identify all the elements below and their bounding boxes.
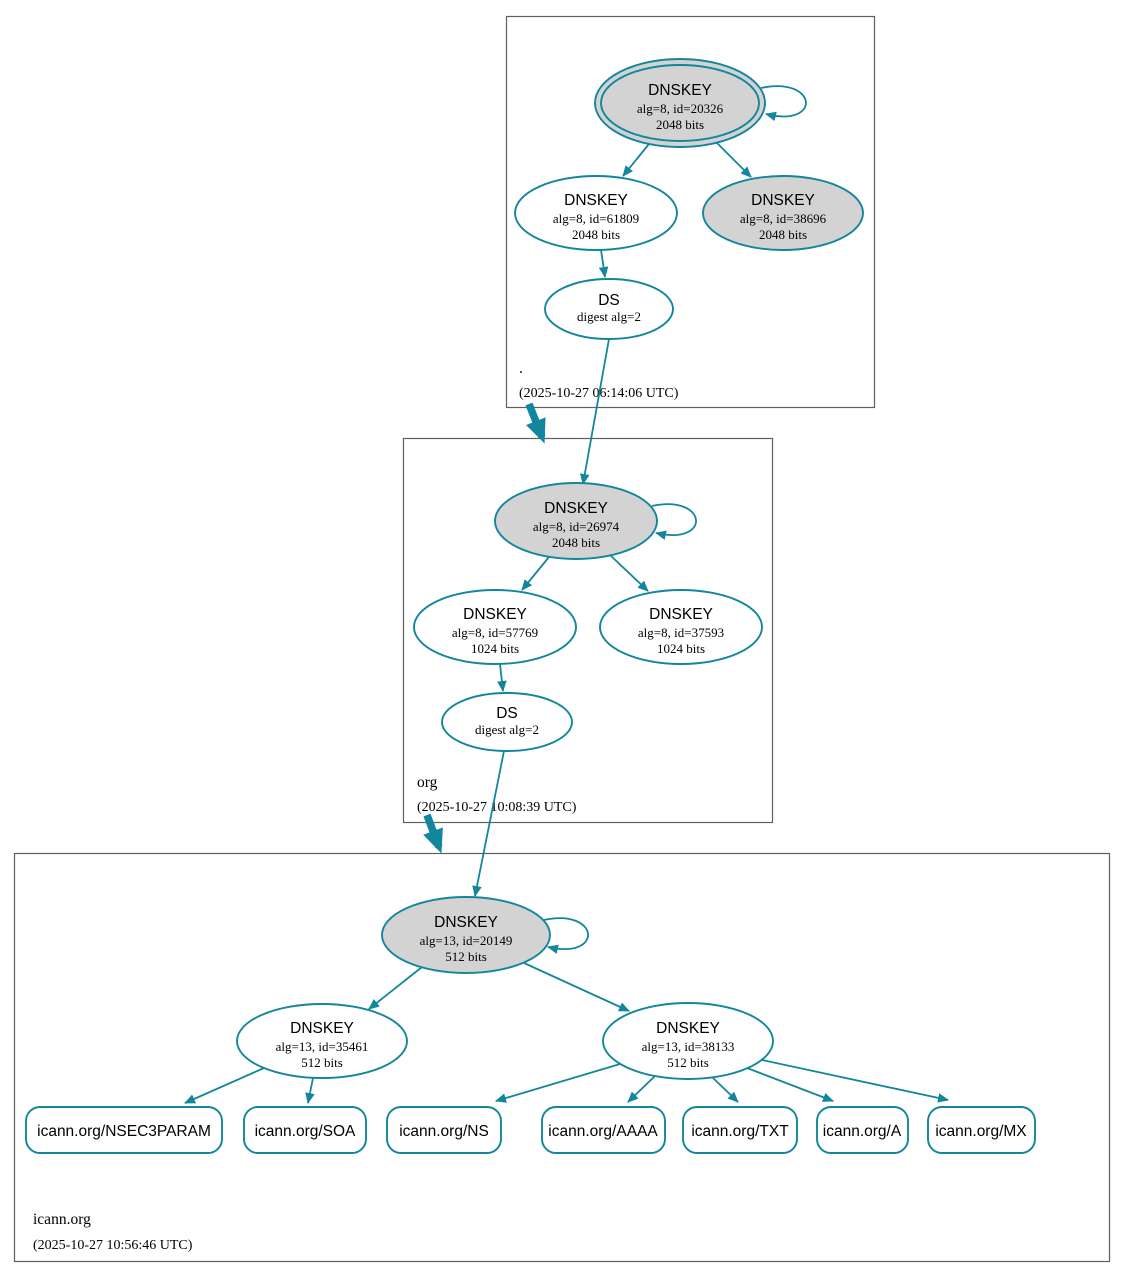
node-title: DNSKEY [648,82,712,99]
dnskey-node-35461[interactable]: DNSKEY alg=13, id=35461 512 bits [236,1003,408,1079]
rrset-node-mx[interactable]: icann.org/MX [927,1106,1036,1154]
zone-box-icann-org [13,852,1111,1263]
edge-root-zsk-to-ds [598,249,609,278]
node-bits: 2048 bits [656,117,704,132]
dnskey-node-20326[interactable]: DNSKEY alg=8, id=20326 2048 bits [594,58,766,148]
node-title: DNSKEY [656,1020,720,1037]
zone-label-root: . [519,360,523,377]
node-bits: 512 bits [301,1055,343,1070]
edge-icann-ksk-self-sign [543,917,589,954]
node-detail: alg=8, id=38696 [740,211,827,226]
edge-root-ds-to-org-ksk [580,338,610,485]
zone-timestamp-org: (2025-10-27 10:08:39 UTC) [417,800,577,815]
node-detail: alg=8, id=20326 [637,101,724,116]
dnskey-node-37593[interactable]: DNSKEY alg=8, id=37593 1024 bits [599,589,763,665]
node-bits: 1024 bits [471,641,519,656]
zone-box-root [505,15,876,409]
rrset-node-aaaa[interactable]: icann.org/AAAA [541,1106,666,1154]
edge-root-ksk-to-zsk-61809 [622,143,650,177]
rrset-label: icann.org/NSEC3PARAM [37,1123,211,1140]
edge-org-ds-to-icann-ksk [472,750,505,897]
rrset-node-ns[interactable]: icann.org/NS [386,1106,502,1154]
node-detail: alg=13, id=38133 [642,1039,735,1054]
delegation-arrow-root-to-org [525,402,546,444]
edge-root-ksk-self-sign [760,85,807,122]
rrset-label: icann.org/MX [935,1123,1027,1140]
dnskey-node-26974[interactable]: DNSKEY alg=8, id=26974 2048 bits [494,482,658,560]
node-title: DNSKEY [290,1020,354,1037]
edge-org-ksk-to-zsk-57769 [521,556,550,591]
edge-icann-ksk-to-zsk-35461 [368,966,423,1010]
node-detail: alg=8, id=26974 [533,519,620,534]
node-detail: alg=8, id=37593 [638,625,724,640]
dnskey-node-61809[interactable]: DNSKEY alg=8, id=61809 2048 bits [514,175,678,251]
edge-zsk-38133-to-ns [495,1063,621,1103]
node-bits: 512 bits [667,1055,709,1070]
zone-label-org: org [417,774,438,791]
node-detail: alg=8, id=57769 [452,625,538,640]
zone-box-org [402,437,774,824]
edge-org-zsk-to-ds [497,663,507,692]
node-title: DNSKEY [564,192,628,209]
dnskey-node-38696[interactable]: DNSKEY alg=8, id=38696 2048 bits [702,175,864,251]
node-bits: 2048 bits [572,227,620,242]
edge-zsk-38133-to-aaaa [627,1075,656,1103]
ds-node-org[interactable]: DS digest alg=2 [441,692,573,752]
dnskey-node-57769[interactable]: DNSKEY alg=8, id=57769 1024 bits [413,589,577,665]
dnskey-node-38133[interactable]: DNSKEY alg=13, id=38133 512 bits [602,1002,774,1080]
rrset-node-soa[interactable]: icann.org/SOA [243,1106,367,1154]
dnskey-node-20149[interactable]: DNSKEY alg=13, id=20149 512 bits [381,896,551,974]
rrset-node-txt[interactable]: icann.org/TXT [682,1106,798,1154]
rrset-label: icann.org/A [823,1123,902,1140]
edge-zsk-38133-to-txt [711,1076,739,1103]
node-detail: alg=13, id=35461 [276,1039,369,1054]
node-bits: 2048 bits [759,227,807,242]
edge-zsk-38133-to-a [746,1067,834,1102]
node-bits: 1024 bits [657,641,705,656]
edge-zsk-35461-to-nsec3param [184,1067,265,1104]
rrset-label: icann.org/NS [399,1123,489,1140]
edge-zsk-38133-to-mx [761,1059,949,1103]
rrset-label: icann.org/TXT [691,1123,789,1140]
node-detail: alg=13, id=20149 [420,933,513,948]
node-detail: digest alg=2 [475,722,539,737]
node-title: DNSKEY [649,606,713,623]
node-bits: 512 bits [445,949,487,964]
edge-icann-ksk-to-zsk-38133 [523,962,630,1012]
rrset-node-a[interactable]: icann.org/A [816,1106,909,1154]
node-title: DNSKEY [751,192,815,209]
rrset-node-nsec3param[interactable]: icann.org/NSEC3PARAM [25,1106,223,1154]
delegation-arrow-org-to-icann [423,813,443,854]
rrset-label: icann.org/AAAA [548,1123,658,1140]
node-title: DS [598,292,620,309]
rrset-label: icann.org/SOA [255,1123,356,1140]
node-detail: alg=8, id=61809 [553,211,639,226]
node-title: DNSKEY [463,606,527,623]
zone-label-icann-org: icann.org [33,1211,91,1228]
node-title: DNSKEY [544,500,608,517]
edge-org-ksk-to-zsk-37593 [609,554,649,592]
zone-timestamp-icann-org: (2025-10-27 10:56:46 UTC) [33,1238,193,1253]
edge-root-ksk-to-ksk-38696 [716,142,752,178]
edge-org-ksk-self-sign [651,503,697,540]
edge-zsk-35461-to-soa [305,1077,315,1104]
node-bits: 2048 bits [552,535,600,550]
ds-node-root[interactable]: DS digest alg=2 [544,278,674,340]
node-title: DNSKEY [434,914,498,931]
node-detail: digest alg=2 [577,309,641,324]
node-title: DS [496,705,518,722]
